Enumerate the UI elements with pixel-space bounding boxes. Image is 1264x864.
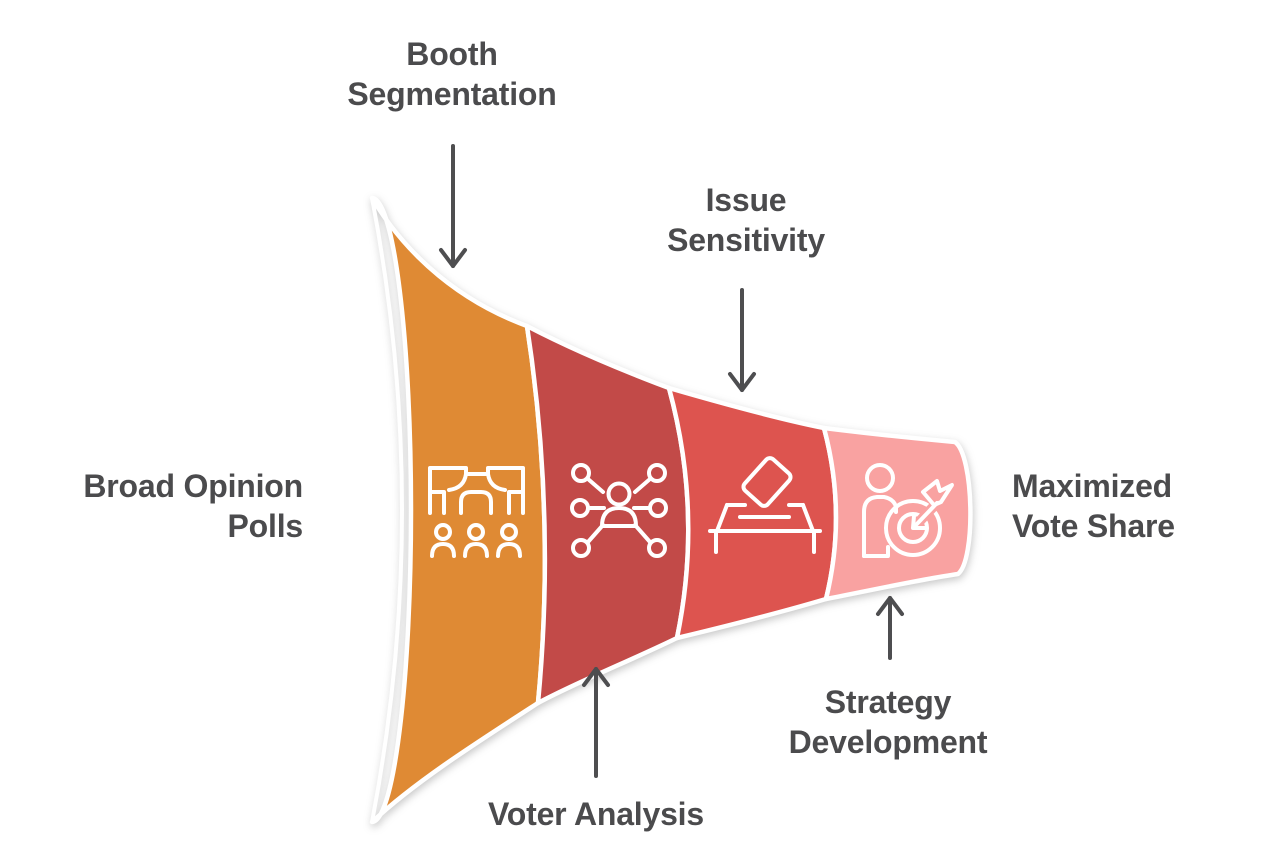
funnel-stage-issue-sensitivity	[666, 385, 839, 641]
funnel-body	[369, 195, 973, 825]
arrow-strategy-development	[876, 596, 904, 660]
label-booth-segmentation: Booth Segmentation	[347, 36, 557, 112]
funnel-stage-booth-segmentation	[369, 195, 548, 825]
label-strategy-development: Strategy Development	[788, 684, 988, 760]
label-broad-opinion-polls: Broad Opinion Polls	[83, 468, 303, 544]
label-maximized-vote-share: Maximized Vote Share	[1012, 468, 1175, 544]
arrow-voter-analysis	[582, 667, 610, 778]
assembly-audience-icon	[428, 466, 525, 558]
arrow-issue-sensitivity	[728, 288, 756, 392]
funnel-mouth-rim	[370, 197, 404, 823]
label-issue-sensitivity: Issue Sensitivity	[667, 182, 825, 258]
strategy-target-icon	[862, 463, 954, 558]
voter-network-icon	[570, 463, 668, 558]
ballot-box-icon	[708, 456, 822, 554]
arrow-booth-segmentation	[439, 144, 467, 268]
funnel-stage-voter-analysis	[524, 323, 691, 706]
label-voter-analysis: Voter Analysis	[488, 796, 704, 832]
